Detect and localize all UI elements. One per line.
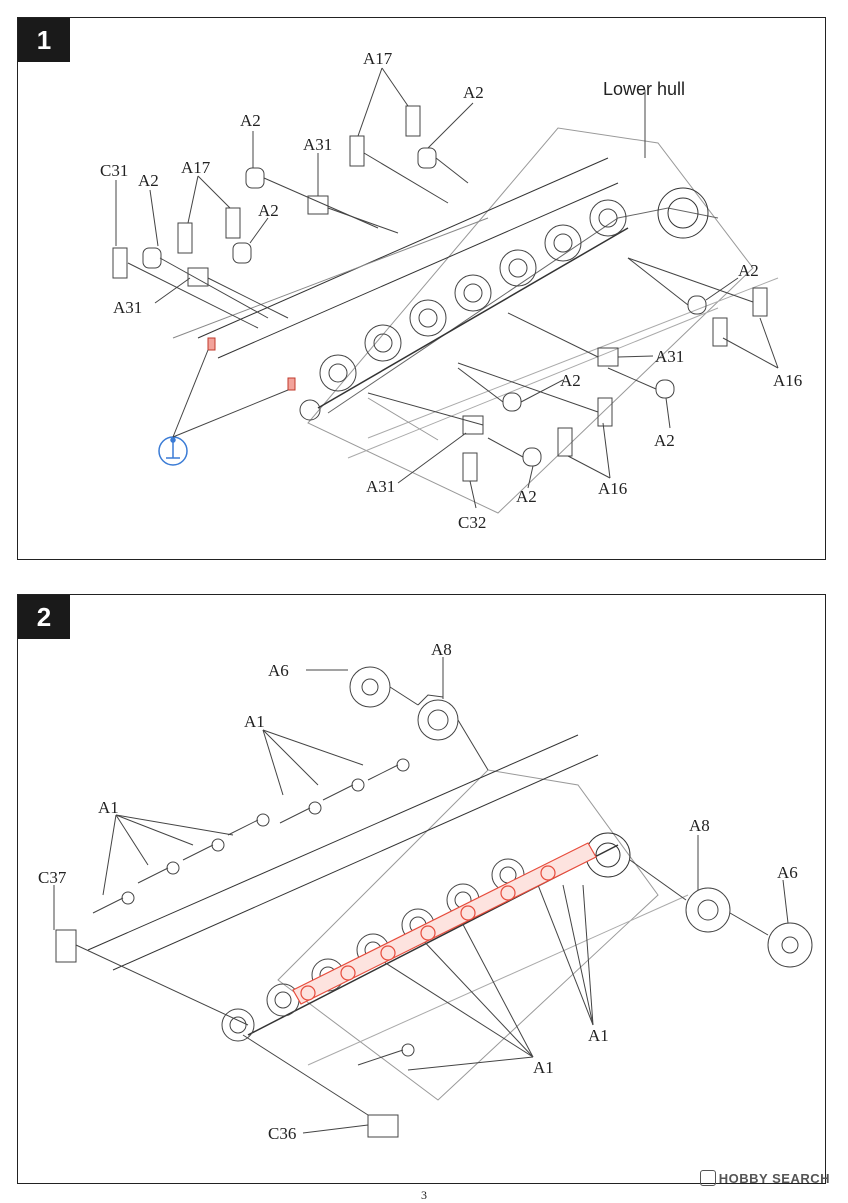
glue-marker-1 [207, 337, 216, 351]
callout-a31-top: A31 [303, 135, 332, 154]
callout-c36: C36 [268, 1124, 296, 1143]
part-a2-right-b [655, 379, 675, 399]
part-a31-left [187, 267, 209, 287]
callout-a1-left: A1 [98, 798, 119, 817]
part-a2-right [687, 295, 707, 315]
part-a17-upper [349, 135, 365, 167]
part-a16-right-b [712, 317, 728, 347]
page-number: 3 [421, 1188, 427, 1202]
watermark-text: HOBBY SEARCH [718, 1171, 830, 1186]
callout-a2-right-upper: A2 [738, 261, 759, 280]
callout-a31-bottom: A31 [366, 477, 395, 496]
lower-hull-label: Lower hull [603, 79, 685, 99]
callout-a2-left-mid: A2 [258, 201, 279, 220]
callout-a17-top: A17 [363, 49, 393, 68]
cement-symbol-icon [158, 436, 188, 466]
part-a31-right [597, 347, 619, 367]
callout-a17-left: A17 [181, 158, 211, 177]
part-a2-center [502, 392, 522, 412]
callout-a6-right: A6 [777, 863, 798, 882]
callout-a2-right-lower: A2 [654, 431, 675, 450]
callout-a1-bottom: A1 [533, 1058, 554, 1077]
callout-c31: C31 [100, 161, 128, 180]
hull-drawing [87, 734, 689, 1101]
callout-a16-bottom: A16 [598, 479, 627, 498]
callout-a2-left-top: A2 [240, 111, 261, 130]
part-a16-bottom [597, 397, 613, 427]
part-a2-left [142, 247, 162, 269]
part-a17-upper-b [405, 105, 421, 137]
watermark-logo-icon [699, 1170, 716, 1186]
glue-marker-2 [287, 377, 296, 391]
part-c36 [367, 1114, 399, 1138]
sprocket-right [685, 887, 813, 968]
callout-a31-left: A31 [113, 298, 142, 317]
callout-a31-right: A31 [655, 347, 684, 366]
callout-a1-top: A1 [244, 712, 265, 731]
callout-a16-right: A16 [773, 371, 802, 390]
callout-a2-center: A2 [560, 371, 581, 390]
part-c37 [55, 929, 77, 963]
suspension-arms [92, 758, 415, 1066]
highlighted-a1-arms [292, 842, 597, 1005]
part-a2-bottom [522, 447, 542, 467]
step-2-badge: 2 [18, 595, 70, 639]
step-2-panel: 2 [17, 594, 826, 1184]
part-c31-left [112, 247, 128, 279]
part-a2-upper-b [417, 147, 437, 169]
sprocket-hub [299, 399, 321, 421]
callout-a2-top: A2 [463, 83, 484, 102]
road-wheel-hubs [319, 199, 627, 392]
part-a17-left-b [225, 207, 241, 239]
part-a16-bottom-b [557, 427, 573, 457]
sprocket-top [349, 666, 459, 741]
watermark: HOBBY SEARCH [699, 1170, 830, 1186]
callout-a1-right: A1 [588, 1026, 609, 1045]
part-a31-bottom [462, 415, 484, 435]
lower-hull-drawing [172, 127, 779, 514]
callout-c32: C32 [458, 513, 486, 532]
callout-c37: C37 [38, 868, 67, 887]
callout-a8-top: A8 [431, 640, 452, 659]
part-a16-right [752, 287, 768, 317]
callout-a8-right: A8 [689, 816, 710, 835]
callout-a2-bottom: A2 [516, 487, 537, 506]
step-1-diagram: Lower hull C31 A2 A17 A2 A2 A31 A17 A2 A… [100, 49, 802, 532]
part-c32-bottom [462, 452, 478, 482]
part-a2-left-b [232, 242, 252, 264]
part-a2-upper [245, 167, 265, 189]
step-1-badge: 1 [18, 18, 70, 62]
part-a17-left [177, 222, 193, 254]
step-1-panel: 1 [17, 17, 826, 560]
callout-a6-top: A6 [268, 661, 289, 680]
callout-a2-far-left: A2 [138, 171, 159, 190]
step-2-diagram: A6 A8 A1 A1 C37 A8 A6 A1 A1 C36 [38, 640, 813, 1143]
